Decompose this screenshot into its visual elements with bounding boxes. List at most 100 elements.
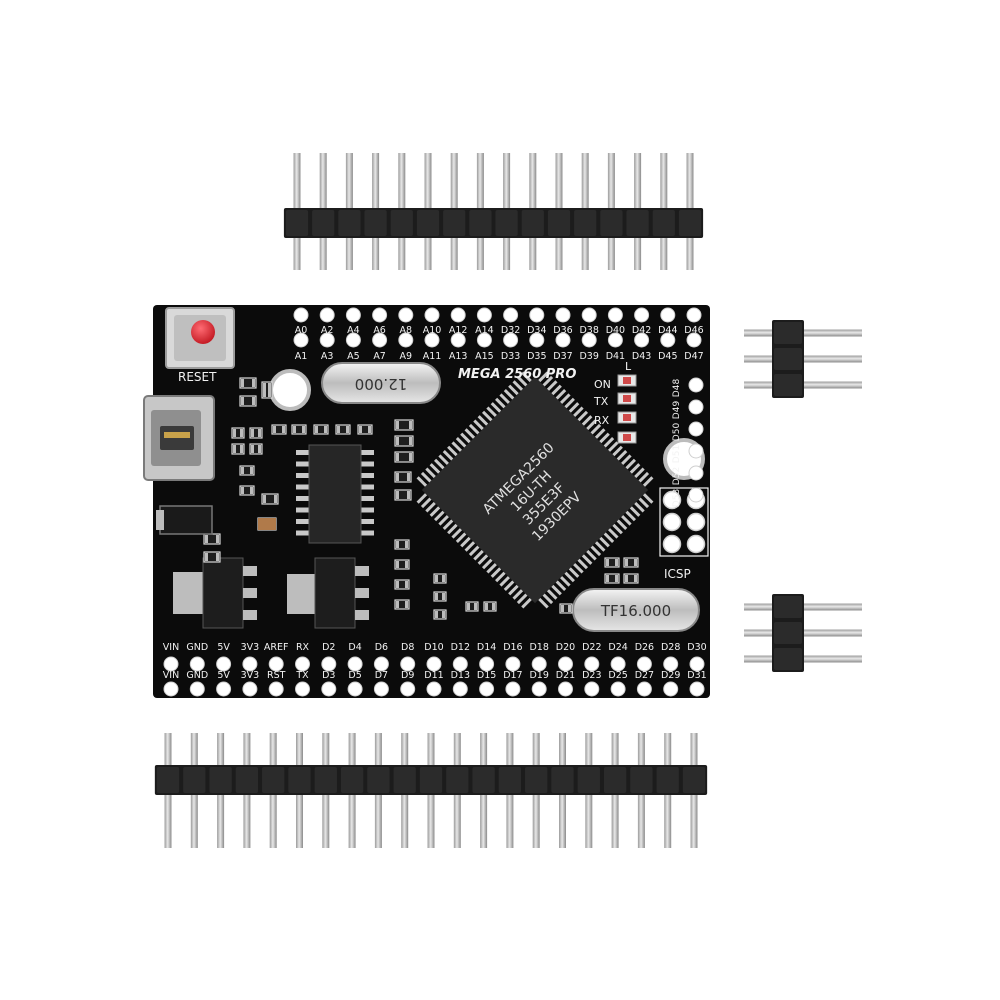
pin-label: D7 <box>375 670 388 681</box>
chip-pin <box>516 593 528 605</box>
pin-hole <box>373 656 389 672</box>
smd-terminal <box>606 575 609 582</box>
smd-terminal <box>241 467 244 474</box>
smd-part <box>623 557 639 568</box>
chip-pin <box>594 428 606 439</box>
chip-pin <box>503 580 515 591</box>
smd-terminal <box>409 453 412 461</box>
pin-hole <box>503 332 519 348</box>
pin-label: D12 <box>451 642 470 653</box>
smd-part <box>604 557 620 568</box>
header-segment <box>547 210 571 236</box>
pin-hole <box>268 681 284 697</box>
pin-hole <box>345 307 361 323</box>
pin-label: A0 <box>295 325 308 336</box>
chip-pin <box>586 419 597 431</box>
header-segment <box>603 767 627 793</box>
pin-label: 3V3 <box>241 670 260 681</box>
chip-pin <box>477 554 489 565</box>
chip-pin <box>447 445 458 457</box>
smd-terminal <box>258 445 261 453</box>
pin-label: D25 <box>608 670 627 681</box>
soic-pin <box>296 507 310 513</box>
pin-hole <box>452 681 468 697</box>
header-segment <box>495 210 518 236</box>
smd-terminal <box>396 581 399 588</box>
smd-terminal <box>315 426 318 433</box>
chip-pin <box>434 458 445 470</box>
led-die <box>623 414 631 421</box>
pin-label: D35 <box>527 351 546 362</box>
smd-terminal <box>407 491 410 499</box>
chip-pin <box>586 549 597 561</box>
pin-hole <box>242 681 258 697</box>
smd-terminal <box>396 473 399 481</box>
pin-hole <box>216 656 232 672</box>
smd-terminal <box>435 593 438 600</box>
top-pin-header <box>283 153 704 270</box>
header-segment <box>338 210 361 236</box>
led-label-l: L <box>625 360 632 373</box>
smd-part <box>261 493 279 505</box>
pin-hole <box>373 681 389 697</box>
pin-label: D26 <box>635 642 654 653</box>
pin-hole <box>319 332 335 348</box>
pin-hole <box>555 332 571 348</box>
chip-pin <box>577 410 589 422</box>
pin-label: A14 <box>475 325 494 336</box>
pin-hole <box>636 681 652 697</box>
smd-part <box>394 489 412 501</box>
chip-pin <box>551 384 562 396</box>
smd-terminal <box>396 561 399 568</box>
pin-hole <box>321 656 337 672</box>
chip-pin <box>442 450 454 461</box>
pin-hole <box>581 307 597 323</box>
pin-hole <box>426 656 442 672</box>
header-segment <box>446 767 469 793</box>
pin-label: D17 <box>503 670 522 681</box>
chip-pin <box>577 558 589 570</box>
pin-label: D19 <box>529 670 548 681</box>
header-segment <box>469 210 492 236</box>
side-pin-header-lower <box>744 594 862 672</box>
header-segment <box>600 210 623 236</box>
soic-pin <box>296 519 310 524</box>
pin-hole <box>242 656 258 672</box>
pin-label: D24 <box>608 642 627 653</box>
header-segment <box>498 767 522 793</box>
pin-hole <box>558 656 573 672</box>
smd-terminal <box>346 426 349 433</box>
pin-hole <box>216 681 232 697</box>
header-segment <box>209 767 232 793</box>
smd-terminal <box>324 426 327 433</box>
pin-label: VIN <box>163 670 179 681</box>
pin-hole <box>424 307 440 323</box>
icsp-pad <box>662 490 682 510</box>
smd-terminal <box>485 603 488 610</box>
header-segment <box>390 210 413 236</box>
header-segment <box>340 767 364 793</box>
chip-pin <box>512 380 524 391</box>
pin-hole <box>476 307 492 323</box>
pin-label: RST <box>267 670 286 681</box>
chip-pin <box>642 476 654 487</box>
header-segment <box>678 210 702 236</box>
chip-pin <box>546 380 558 391</box>
pin-label: A8 <box>400 325 413 336</box>
chip-pin <box>442 519 454 530</box>
pin-hole <box>372 332 388 348</box>
header-segment <box>472 767 495 793</box>
smd-terminal <box>240 445 243 453</box>
smd-components <box>156 377 639 620</box>
pin-label: D34 <box>527 325 546 336</box>
pin-label: 5V <box>217 670 230 681</box>
pin-label: D28 <box>661 642 680 653</box>
pin-hole <box>398 307 414 323</box>
soic-pin <box>360 484 374 490</box>
smd-part <box>623 573 639 584</box>
chip-pin <box>603 532 615 544</box>
pin-hole <box>268 656 284 672</box>
soic-pin <box>296 530 310 536</box>
smd-part <box>483 601 497 612</box>
